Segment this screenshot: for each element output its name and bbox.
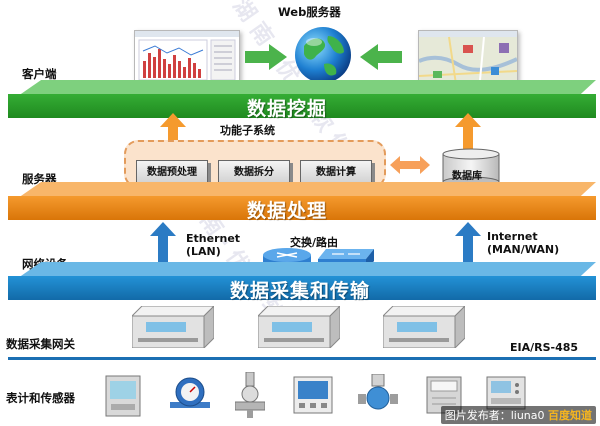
gateway-layer-label: 数据采集网关	[6, 337, 75, 351]
client-layer-top	[18, 80, 596, 96]
database-label: 数据库	[452, 171, 482, 182]
arrow-right-green	[245, 44, 287, 70]
internet-title: Internet	[487, 230, 538, 243]
baidu-zhidao-logo: 百度知道	[548, 409, 592, 422]
data-logger-icon	[486, 376, 526, 410]
globe-icon	[295, 27, 351, 87]
credit-prefix: 图片发布者：liuna0	[444, 409, 545, 422]
internet-subtitle: (MAN/WAN)	[487, 243, 560, 256]
module-split: 数据拆分	[218, 160, 290, 186]
rs485-label: EIA/RS-485	[510, 341, 579, 354]
arrow-up-blue-left	[150, 222, 176, 262]
rs485-bus-line	[8, 357, 596, 360]
ethernet-subtitle: (LAN)	[186, 245, 221, 258]
module-compute: 数据计算	[300, 160, 372, 186]
switch-router-label: 交换/路由	[290, 236, 339, 249]
network-layer-bar	[8, 276, 596, 300]
server-layer-bar	[8, 196, 596, 220]
image-credit: 图片发布者：liuna0 百度知道	[440, 406, 596, 424]
web-server-label: Web服务器	[278, 5, 341, 19]
client-layer-bar	[8, 94, 596, 118]
subsystem-title: 功能子系统	[220, 124, 275, 137]
arrow-up-orange-right	[455, 113, 481, 151]
server-layer-title: 数据处理	[247, 200, 328, 222]
network-layer-title: 数据采集和传输	[230, 280, 371, 302]
server-layer-top	[18, 182, 596, 198]
gateway-device-icon	[258, 306, 340, 348]
arrow-up-blue-right	[455, 222, 481, 262]
arrow-left-green	[360, 44, 402, 70]
gateway-device-icon	[383, 306, 465, 348]
flow-sensor-icon	[235, 372, 265, 418]
module-preprocess: 数据预处理	[136, 160, 208, 186]
controller-panel-icon	[293, 376, 333, 414]
dashboard-screenshot-left	[134, 30, 240, 92]
dashboard-chart-icon	[135, 31, 239, 88]
ethernet-title: Ethernet	[186, 232, 241, 245]
network-layer-top	[18, 262, 596, 278]
ethernet-label: Ethernet (LAN)	[186, 232, 240, 258]
water-meter-icon	[170, 377, 210, 408]
arrow-up-orange-left	[160, 113, 186, 151]
sensors-layer-label: 表计和传感器	[6, 391, 75, 405]
gateway-device-icon	[132, 306, 214, 348]
power-meter-icon	[105, 375, 141, 417]
client-layer-label: 客户端	[22, 67, 57, 81]
client-layer-title: 数据挖掘	[247, 98, 328, 120]
double-arrow-icon	[390, 156, 430, 174]
internet-label: Internet (MAN/WAN)	[487, 230, 559, 256]
electromagnetic-flowmeter-icon	[358, 374, 398, 410]
